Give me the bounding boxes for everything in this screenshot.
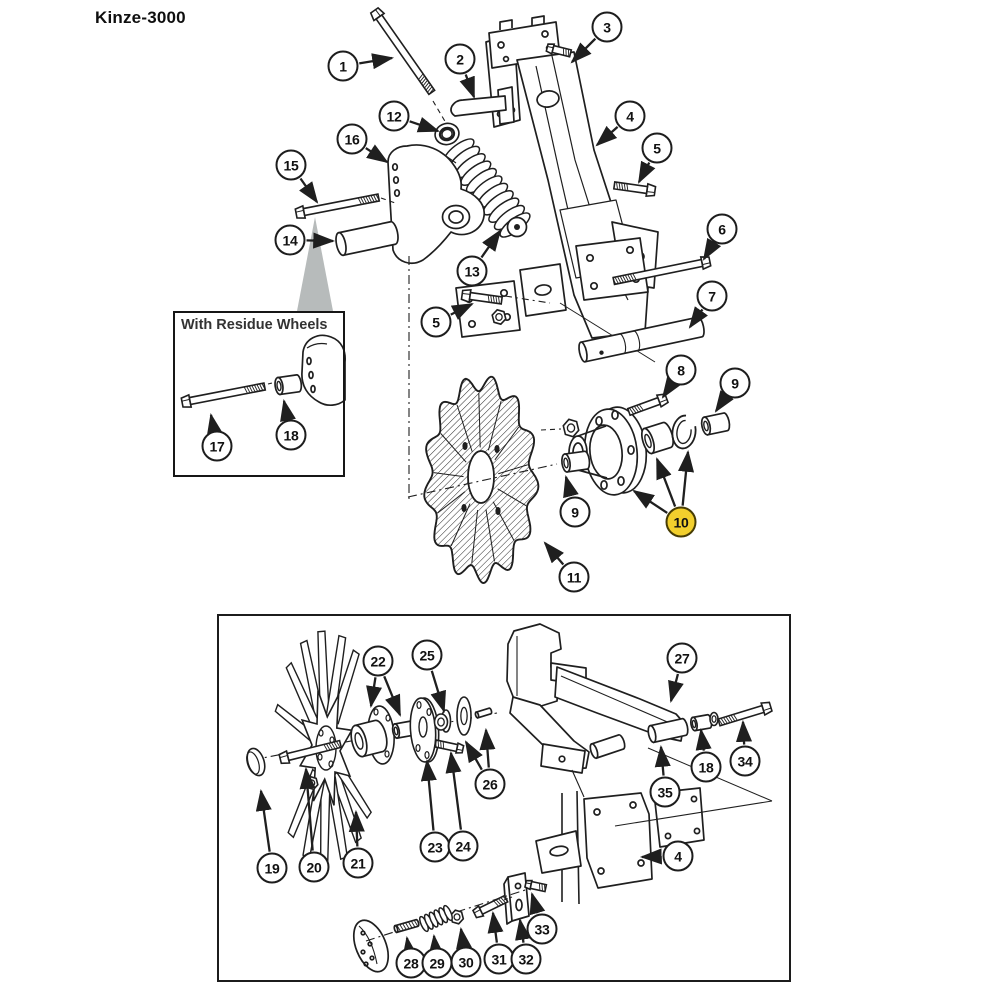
- leader-arrow-4b: [639, 848, 662, 865]
- leader-arrow-16: [365, 144, 389, 164]
- leader-arrow-32: [515, 917, 531, 943]
- leader-arrow-14: [306, 232, 336, 249]
- page-title: Kinze-3000: [95, 8, 186, 27]
- leader-arrow-33: [529, 892, 546, 916]
- leader-arrow-15: [299, 177, 319, 204]
- callout-23[interactable]: 23: [419, 831, 451, 863]
- callout-25[interactable]: 25: [411, 639, 443, 671]
- leader-arrow-25: [430, 670, 446, 713]
- leader-arrow-3: [570, 37, 597, 64]
- leader-arrow-6: [702, 237, 722, 261]
- part-28-scraper: [352, 919, 390, 973]
- leader-arrow-18b: [695, 727, 712, 751]
- part-27-parallel-arm: [506, 623, 685, 774]
- callout-19[interactable]: 19: [256, 852, 288, 884]
- part-23-plate: [409, 697, 440, 763]
- callout-20[interactable]: 20: [298, 851, 330, 883]
- lower-assembly-box: [217, 614, 791, 982]
- callout-2[interactable]: 2: [444, 43, 476, 75]
- inset-arm-fragment: [301, 334, 346, 406]
- leader-arrow-26: [479, 727, 496, 768]
- leader-arrow-22: [383, 675, 402, 717]
- callout-15[interactable]: 15: [275, 149, 307, 181]
- leader-arrow-31: [487, 910, 504, 943]
- leader-arrow-2: [459, 74, 476, 99]
- callout-16[interactable]: 16: [336, 123, 368, 155]
- leader-arrow-26: [464, 740, 483, 771]
- leader-arrow-23: [420, 758, 437, 831]
- callout-8[interactable]: 8: [665, 354, 697, 386]
- inset-box-label: With Residue Wheels: [181, 317, 328, 333]
- leader-arrow-18a: [280, 398, 296, 422]
- leader-arrow-30: [456, 926, 472, 950]
- part-13-spring-plug: [506, 216, 528, 238]
- leader-arrow-35: [654, 744, 671, 776]
- leader-arrow-27: [668, 673, 684, 704]
- callout-17[interactable]: 17: [201, 430, 233, 462]
- leader-arrow-7: [688, 306, 709, 329]
- callout-9a[interactable]: 9: [719, 367, 751, 399]
- leader-arrow-21: [348, 809, 365, 847]
- leader-arrow-17: [206, 412, 223, 436]
- callout-1[interactable]: 1: [327, 50, 359, 82]
- callout-11[interactable]: 11: [558, 561, 590, 593]
- leader-arrow-12: [409, 116, 440, 133]
- callout-32[interactable]: 32: [510, 943, 542, 975]
- callout-13[interactable]: 13: [456, 255, 488, 287]
- callout-5b[interactable]: 5: [420, 306, 452, 338]
- inset-pointer-wedge: [297, 217, 333, 311]
- leader-arrow-5a: [637, 160, 656, 184]
- callout-12[interactable]: 12: [378, 100, 410, 132]
- callout-18b[interactable]: 18: [690, 751, 722, 783]
- part-snap-ring: [671, 414, 697, 450]
- callout-22[interactable]: 22: [362, 645, 394, 677]
- callout-6[interactable]: 6: [706, 213, 738, 245]
- callout-27[interactable]: 27: [666, 642, 698, 674]
- callout-7[interactable]: 7: [696, 280, 728, 312]
- callout-10[interactable]: 10: [665, 506, 697, 538]
- callout-34[interactable]: 34: [729, 745, 761, 777]
- leader-arrow-10: [632, 489, 668, 514]
- callout-26[interactable]: 26: [474, 768, 506, 800]
- leader-arrow-5b: [450, 302, 474, 321]
- callout-4a[interactable]: 4: [614, 100, 646, 132]
- leader-arrow-20: [299, 766, 316, 851]
- callout-4b[interactable]: 4: [662, 840, 694, 872]
- callout-9b[interactable]: 9: [559, 496, 591, 528]
- leader-arrow-4a: [595, 125, 619, 147]
- callout-21[interactable]: 21: [342, 847, 374, 879]
- callout-18a[interactable]: 18: [275, 419, 307, 451]
- callout-33[interactable]: 33: [526, 913, 558, 945]
- leader-arrow-8: [661, 376, 681, 399]
- leader-arrow-10: [678, 449, 695, 506]
- leader-arrow-13: [480, 229, 502, 259]
- leader-arrow-24: [445, 750, 463, 830]
- part-16-rocker-arm: [387, 144, 485, 264]
- callout-30[interactable]: 30: [450, 946, 482, 978]
- part-32-bracket: [503, 872, 530, 925]
- callout-14[interactable]: 14: [274, 224, 306, 256]
- static-line-art: [297, 15, 705, 973]
- leader-arrow-28: [402, 935, 419, 959]
- leader-arrow-19: [255, 788, 272, 852]
- callout-leader-arrows: [206, 37, 753, 959]
- callout-31[interactable]: 31: [483, 943, 515, 975]
- leader-arrow-29: [428, 933, 445, 957]
- inset-residue-wheels-box: With Residue Wheels: [173, 311, 345, 477]
- callout-5a[interactable]: 5: [641, 132, 673, 164]
- callout-29[interactable]: 29: [421, 947, 453, 979]
- leader-arrow-11: [543, 541, 565, 566]
- callout-35[interactable]: 35: [649, 776, 681, 808]
- leader-arrow-22: [366, 677, 382, 709]
- leader-arrow-10: [655, 457, 677, 507]
- callout-3[interactable]: 3: [591, 11, 623, 43]
- leader-arrow-1: [359, 53, 395, 70]
- leader-arrow-34: [735, 719, 753, 745]
- leader-arrow-9b: [563, 474, 579, 499]
- part-2-strap: [450, 86, 515, 125]
- part-11-coulter-disc: [423, 375, 540, 584]
- leader-arrow-9a: [714, 390, 734, 413]
- callout-24[interactable]: 24: [447, 830, 479, 862]
